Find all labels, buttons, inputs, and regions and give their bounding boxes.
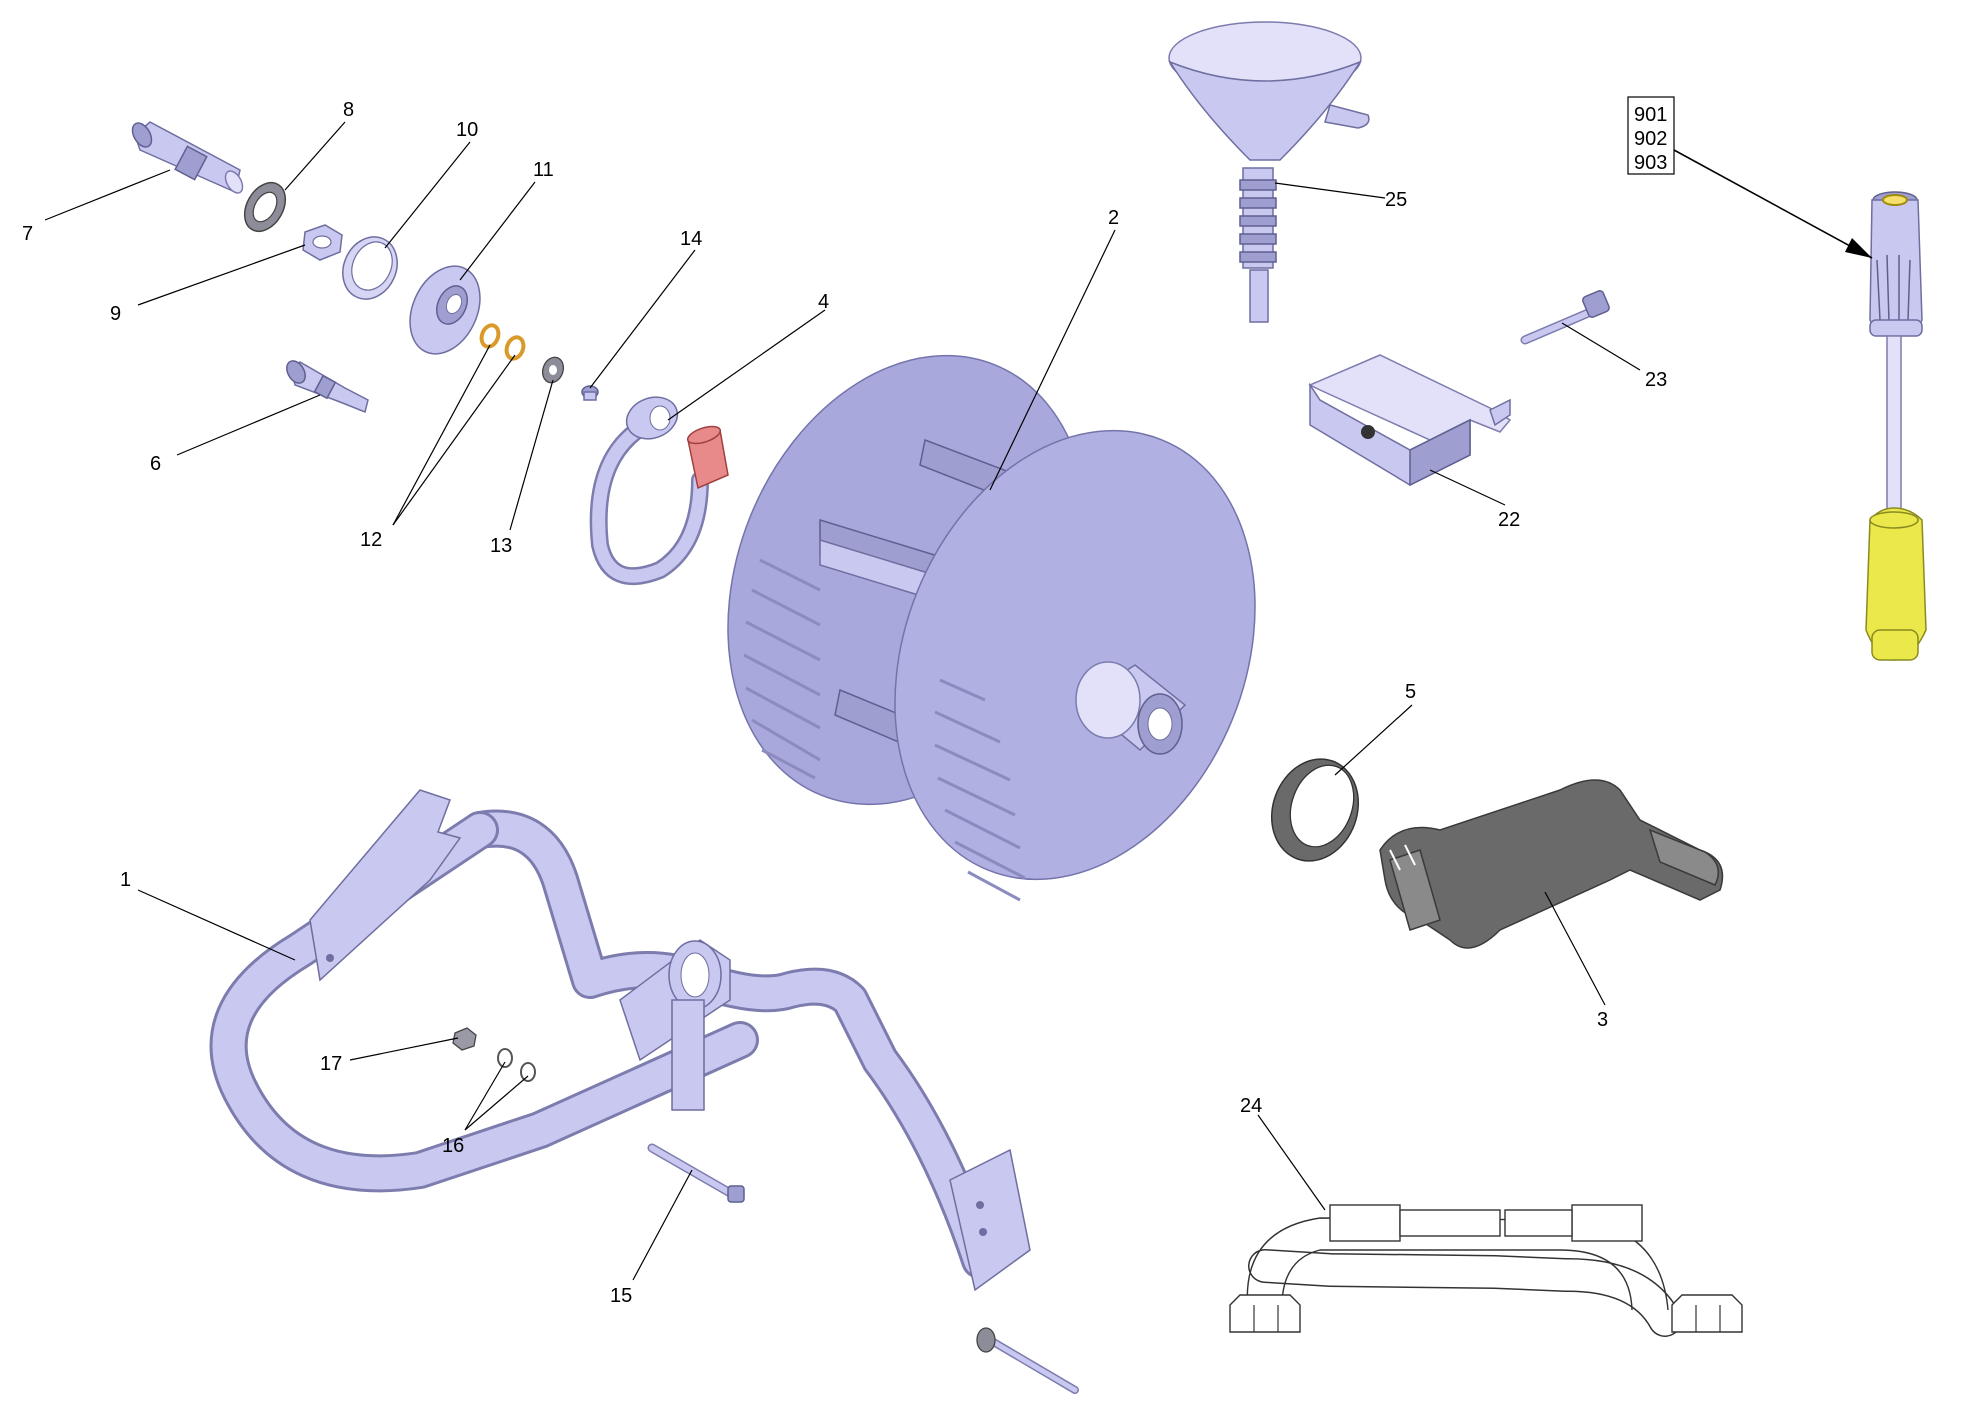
label-8: 8 <box>343 99 354 121</box>
part-11-flange <box>409 265 481 355</box>
label-10: 10 <box>456 119 478 141</box>
part-4-hose-bend <box>589 396 729 586</box>
part-10-ring <box>342 236 398 300</box>
part-13-washer <box>541 356 565 384</box>
part-25-funnel <box>1168 21 1370 323</box>
label-12: 12 <box>360 529 382 551</box>
part-12-o-rings <box>479 323 526 361</box>
label-6: 6 <box>150 453 161 475</box>
label-5: 5 <box>1405 681 1416 703</box>
leader-lines <box>44 121 1873 1281</box>
part-23-bolt <box>1520 290 1610 345</box>
label-17: 17 <box>320 1053 342 1075</box>
label-4: 4 <box>818 291 829 313</box>
label-7: 7 <box>22 223 33 245</box>
label-24: 24 <box>1240 1095 1262 1117</box>
part-7-nipple <box>131 121 244 194</box>
label-2: 2 <box>1108 207 1119 229</box>
part-5-sleeve <box>1270 758 1360 862</box>
label-15: 15 <box>610 1285 632 1307</box>
label-13: 13 <box>490 535 512 557</box>
part-17-nut <box>452 1027 477 1051</box>
label-9: 9 <box>110 303 121 325</box>
kit-ref-903: 903 <box>1634 152 1667 174</box>
label-14: 14 <box>680 228 702 250</box>
part-24-hose <box>1229 1204 1743 1337</box>
label-3: 3 <box>1597 1009 1608 1031</box>
label-16: 16 <box>442 1135 464 1157</box>
pin-part <box>976 1327 1079 1394</box>
label-1: 1 <box>120 869 131 891</box>
part-901-spray-lance <box>1865 191 1927 661</box>
part-15-bolt <box>647 1143 745 1203</box>
part-8-washer <box>243 182 287 232</box>
part-3-crank-handle <box>1379 779 1724 949</box>
part-14-screw <box>581 385 599 401</box>
part-1-frame <box>209 789 1031 1292</box>
kit-ref-902: 902 <box>1634 128 1667 150</box>
label-11: 11 <box>533 159 554 181</box>
part-2-hose-reel <box>727 354 1256 902</box>
part-9-hex-nut <box>302 224 343 261</box>
back-disc-vents <box>743 558 821 780</box>
part-6-fitting <box>286 360 369 414</box>
part-22-bracket <box>1308 354 1512 487</box>
label-22: 22 <box>1498 509 1520 531</box>
label-25: 25 <box>1385 189 1407 211</box>
front-disc-vents <box>934 678 1026 902</box>
part-16-washers <box>497 1048 536 1082</box>
kit-ref-901: 901 <box>1634 104 1667 126</box>
part-number-labels: 7 8 10 11 9 6 12 13 14 4 2 25 23 22 5 3 … <box>22 99 1667 1307</box>
label-23: 23 <box>1645 369 1667 391</box>
kit-reference-box: 901 902 903 <box>1627 96 1675 175</box>
